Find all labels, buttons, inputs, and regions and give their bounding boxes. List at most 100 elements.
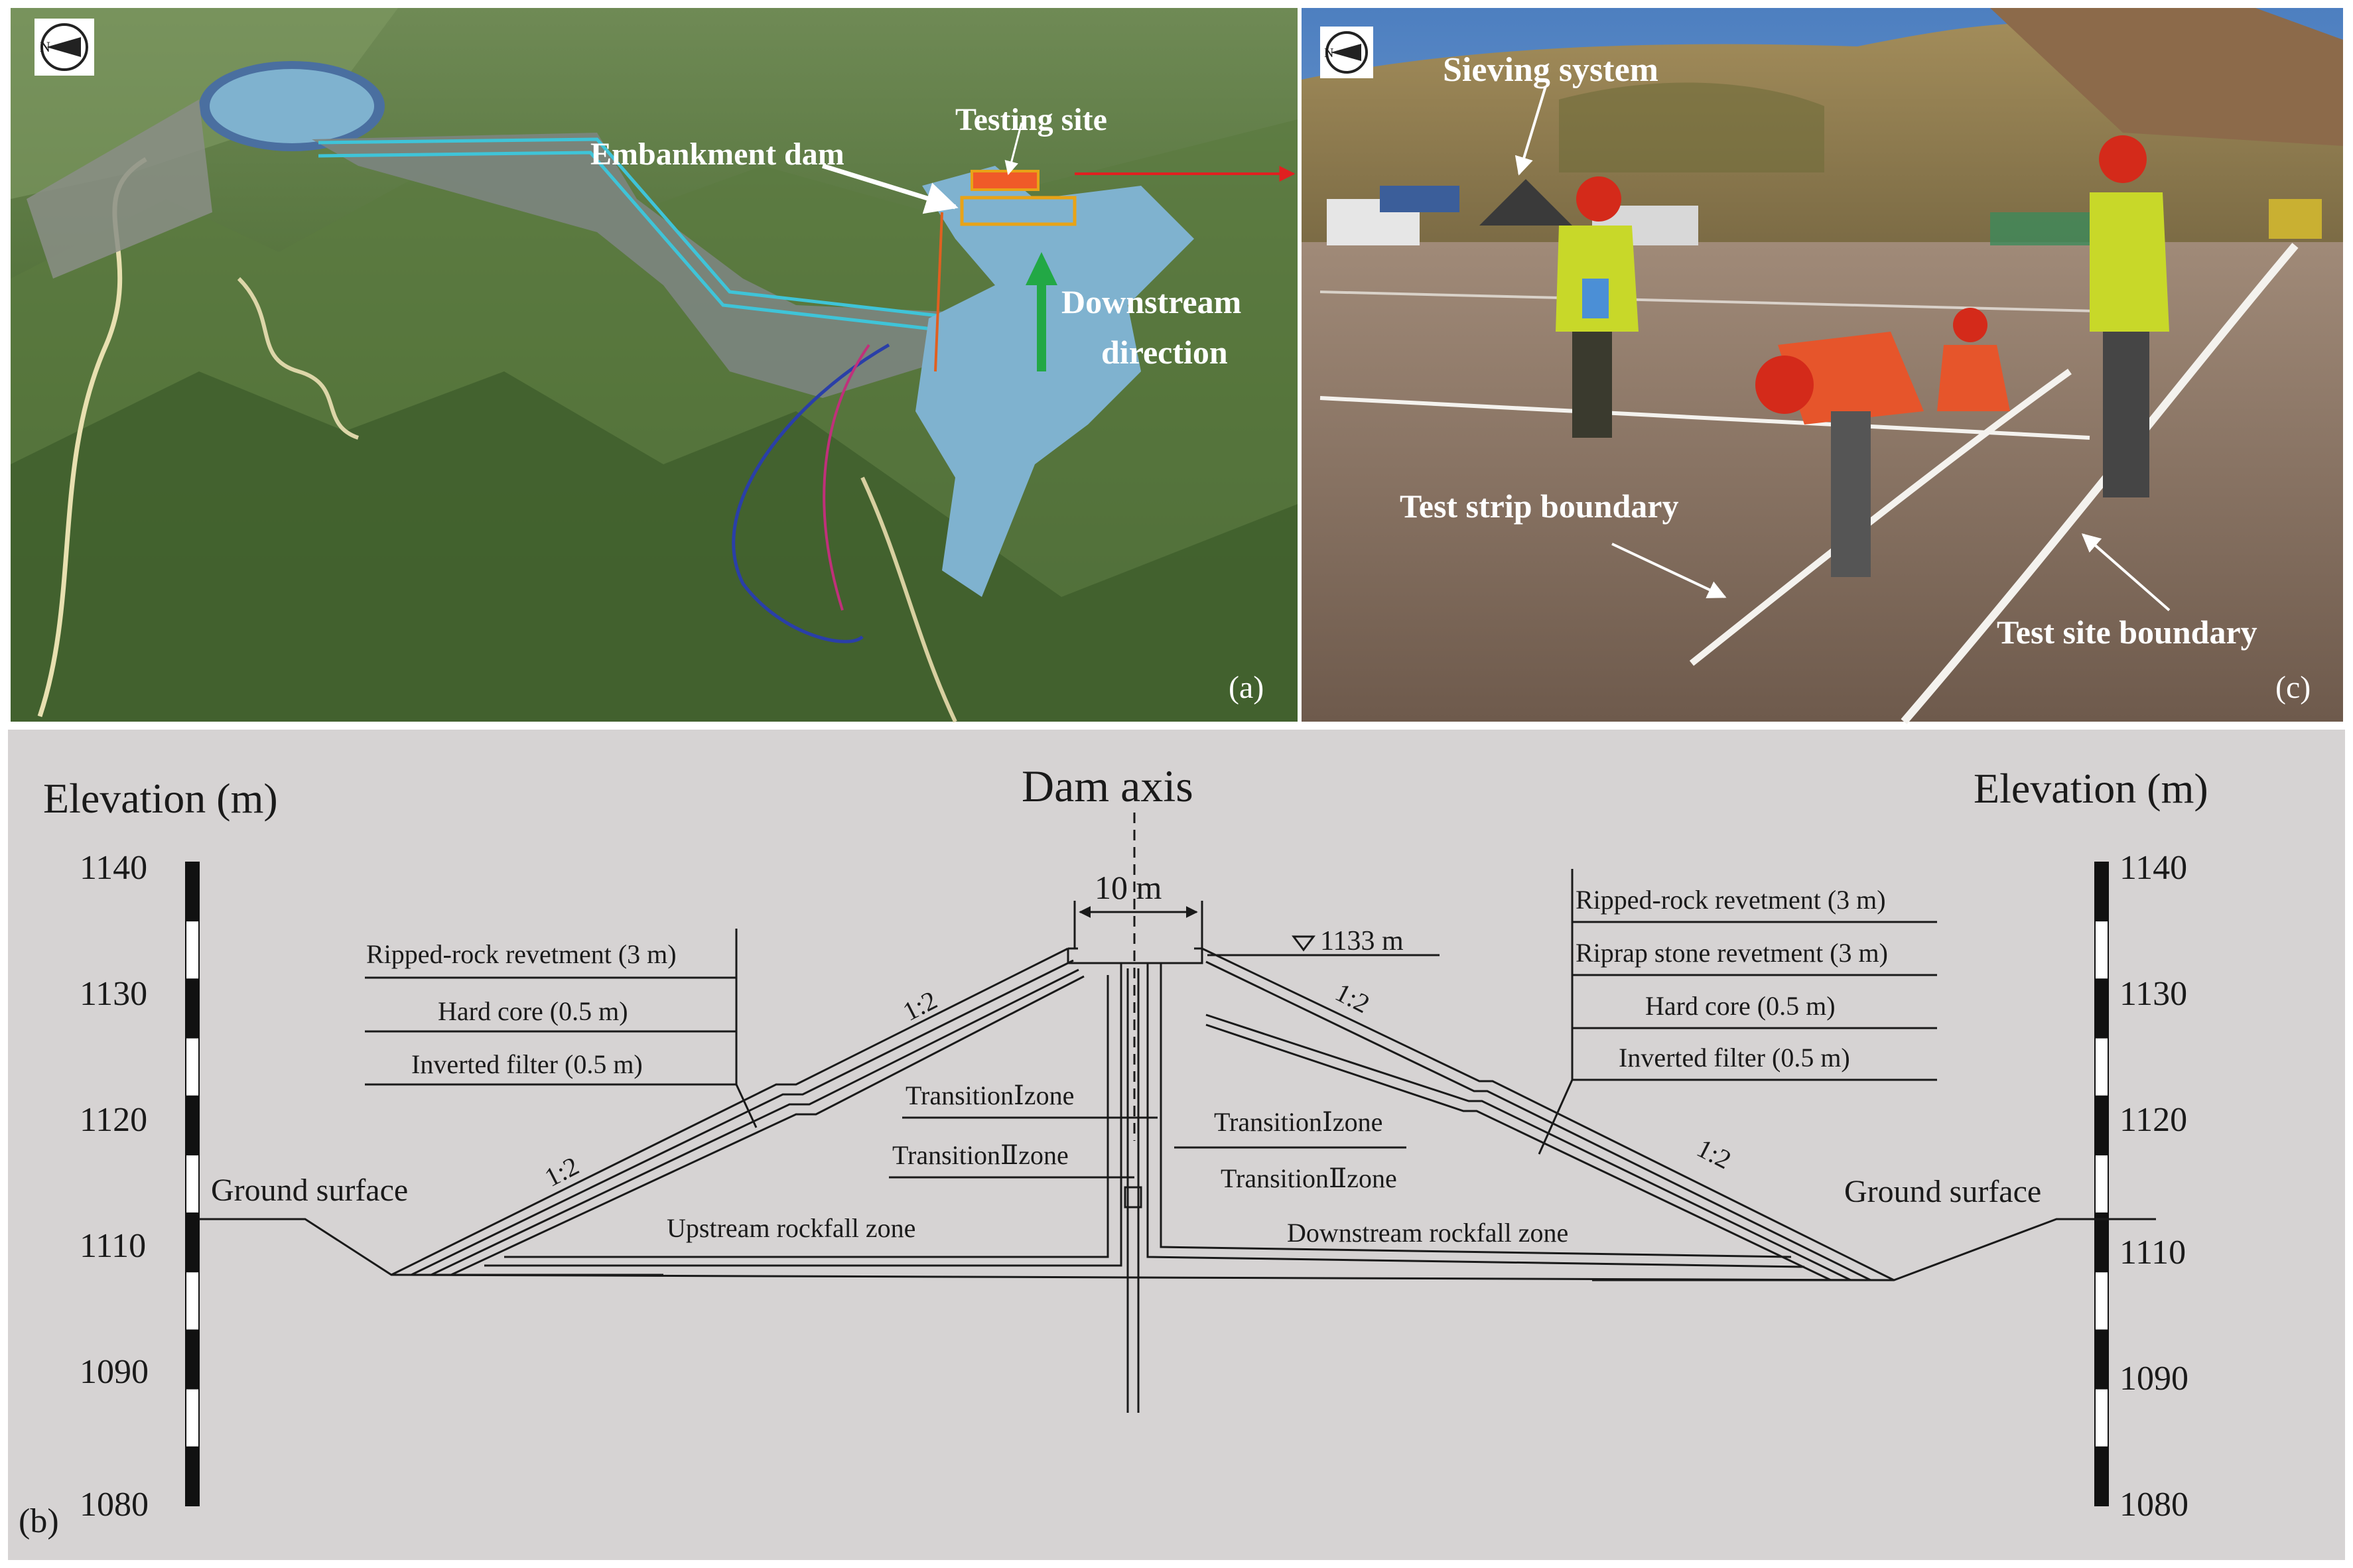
panel-b-tag: (b) [19,1502,59,1540]
panel-c-tag: (c) [2275,670,2311,705]
scale-segment [185,1329,200,1390]
panel-b-dam-cross-section: Elevation (m) Elevation (m) 1140 1130 11… [8,730,2345,1560]
quarry-slope [27,99,212,279]
transition-1-right-label: TransitionⅠzone [1214,1107,1382,1137]
test-strip-boundary-label: Test strip boundary [1400,488,1678,525]
scale-segment [185,978,200,1039]
tick-label-left-1140: 1140 [80,849,147,887]
embankment-dam-label: Embankment dam [590,137,844,172]
scale-segment [2094,862,2109,922]
crest-width-label: 10 m [1095,869,1162,906]
upstream-slope-outer [391,947,1069,1276]
testing-site-marker [971,170,1040,191]
worker-standing-left [1556,176,1639,438]
tick-label-right-1080: 1080 [2119,1486,2188,1524]
right-layer-hard-core: Hard core (0.5 m) [1645,991,1836,1021]
road-line [860,476,957,723]
upstream-slope-layer [411,959,1074,1276]
downstream-arrow-head [1026,252,1057,285]
scale-segment [2094,920,2109,980]
scale-segment [2094,1037,2109,1097]
scale-segment [185,1388,200,1448]
north-arrow-icon: N [1320,27,1373,78]
tick-label-left-1110: 1110 [80,1227,146,1265]
upstream-inner-boundary [504,975,1109,1258]
scale-segment [2094,1388,2109,1448]
upstream-slope-layer [450,975,1085,1276]
downstream-slope-outer [1201,947,1895,1281]
scale-segment [185,1037,200,1097]
tick-label-right-1110: 1110 [2119,1234,2186,1272]
transition-2-right-label: TransitionⅡzone [1221,1163,1397,1193]
crest-outline [1067,948,1203,964]
scale-segment [185,1446,200,1506]
sieving-system-pointer [1514,86,1547,176]
tick-label-right-1120: 1120 [2119,1101,2187,1139]
elevation-scale-right [2094,862,2109,1506]
rock-outcrop [1990,8,2343,146]
scale-segment [2094,1153,2109,1214]
upstream-rockfall-zone-label: Upstream rockfall zone [667,1213,915,1243]
dam-base-line [391,1274,1895,1281]
right-layer-inverted-filter: Inverted filter (0.5 m) [1619,1043,1850,1073]
pipeline-orange [934,212,943,372]
core-joint [1124,1186,1142,1209]
sieving-hopper [1479,179,1572,226]
tick-label-right-1140: 1140 [2119,849,2187,887]
scale-segment [185,1212,200,1273]
pipeline-magenta [823,344,870,611]
testing-site-box [960,196,1077,226]
tick-label-left-1080: 1080 [80,1486,149,1524]
scale-segment [185,1271,200,1331]
ground-surface-left-label: Ground surface [211,1173,408,1208]
scale-segment [185,862,200,922]
downstream-slope-layer [1205,1013,1851,1281]
worker-crouching [1937,308,2010,411]
tick-label-right-1090: 1090 [2119,1360,2188,1398]
test-strip-line [1689,368,2072,666]
waterway-structure [312,133,995,398]
scale-segment [2094,1446,2109,1506]
upstream-slope-layer [431,968,1079,1276]
panel-a-aerial-render: N Embankment dam Testing site Downstream… [11,8,1298,723]
right-layer-ripped-rock: Ripped-rock revetment (3 m) [1576,885,1886,915]
cross-line [1319,291,2123,313]
elevation-scale-left [185,862,200,1506]
svg-text:N: N [40,38,50,55]
scale-segment [185,1153,200,1214]
elevation-axis-label-left: Elevation (m) [43,775,278,822]
ground [1302,242,2343,722]
downstream-rockfall-boundary [1160,963,1792,1258]
left-layer-leader [735,929,758,1128]
dam-body-lines [199,869,2156,1413]
panel-b-background [8,730,2345,1560]
downstream-slope-layer [1205,1023,1832,1281]
test-strip-pointer [1611,543,1727,598]
scale-segment [2094,1212,2109,1273]
right-layer-riprap: Riprap stone revetment (3 m) [1576,938,1888,968]
testing-site-label: Testing site [955,102,1107,137]
north-arrow-icon: N [34,19,94,76]
tunnel-line [318,137,963,320]
scale-segment [2094,978,2109,1039]
embankment-dam-pointer [821,163,959,214]
downstream-rockfall-zone-label: Downstream rockfall zone [1287,1218,1568,1248]
upper-reservoir [210,69,374,143]
scale-segment [185,920,200,980]
left-layer-hard-core: Hard core (0.5 m) [438,996,628,1026]
tick-label-left-1130: 1130 [80,975,147,1013]
downstream-label-line2: direction [1101,334,1228,371]
downstream-slope-layer [1205,960,1871,1281]
lower-reservoir [915,166,1194,597]
elevation-axis-label-right: Elevation (m) [1974,765,2208,812]
scale-segment [2094,1329,2109,1390]
worker-bending [1755,332,1924,577]
trees-patch [1559,82,1824,173]
pipeline-blue [732,343,890,643]
ridge-shape [11,371,1298,722]
cross-line [1319,396,2090,440]
scale-segment [185,1095,200,1155]
panel-c-site-photo: N Sieving system Test strip boundary Tes… [1302,8,2343,724]
